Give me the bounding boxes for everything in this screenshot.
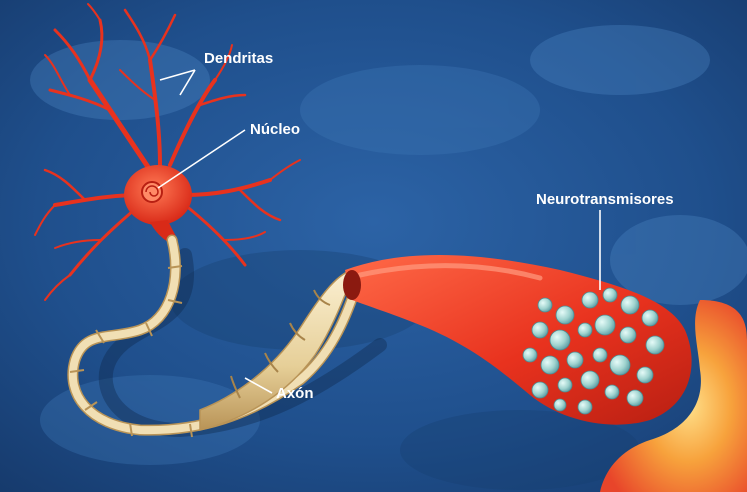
nucleus bbox=[142, 182, 162, 202]
label-dendrites: Dendritas bbox=[204, 50, 273, 67]
label-neurotransmitters: Neurotransmisores bbox=[536, 191, 674, 208]
label-axon: Axón bbox=[276, 385, 314, 402]
label-nucleus: Núcleo bbox=[250, 121, 300, 138]
